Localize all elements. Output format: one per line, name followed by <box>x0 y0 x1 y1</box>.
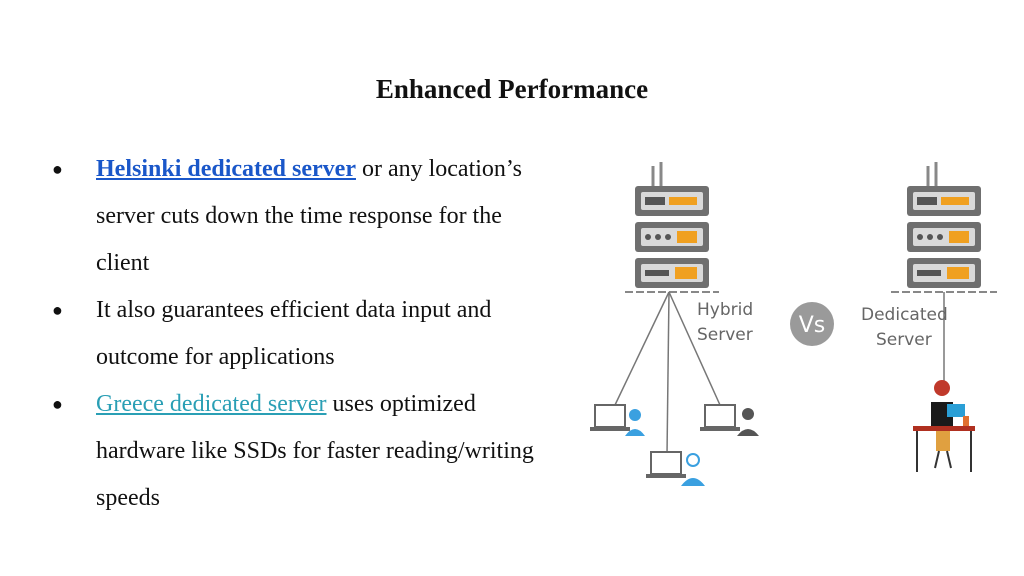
user-at-desk-icon <box>913 380 975 472</box>
bullet-item: ● Greece dedicated server uses optimized… <box>52 381 552 522</box>
bullet-item: ● Helsinki dedicated server or any locat… <box>52 146 552 287</box>
dedicated-label: Dedicated <box>861 305 948 325</box>
client-laptop-icon <box>700 404 759 436</box>
client-laptop-icon <box>590 404 645 436</box>
client-laptop-icon <box>646 451 705 486</box>
bullet-dot-icon: ● <box>52 394 63 414</box>
dedicated-label: Server <box>876 330 932 350</box>
bullet-text: or any location’s server cuts down the t… <box>96 156 522 276</box>
bullet-item: ● It also guarantees efficient data inpu… <box>52 287 552 381</box>
helsinki-link[interactable]: Helsinki dedicated server <box>96 156 356 182</box>
hybrid-vs-dedicated-illustration: Hybrid Server Vs Dedicated Server <box>590 162 997 486</box>
versus-icon: Vs <box>790 302 834 346</box>
vs-label: Vs <box>799 313 826 338</box>
dedicated-server-rack-icon <box>891 162 997 293</box>
hybrid-server-rack-icon <box>625 162 719 293</box>
bullet-text: uses optimized hardware like SSDs for fa… <box>96 391 534 511</box>
greece-link[interactable]: Greece dedicated server <box>96 391 327 417</box>
bullet-text: It also guarantees efficient data input … <box>96 297 492 370</box>
slide-title: Enhanced Performance <box>375 74 649 104</box>
hybrid-label: Server <box>697 325 753 345</box>
bullet-dot-icon: ● <box>52 159 63 179</box>
bullet-dot-icon: ● <box>52 300 63 320</box>
bullet-list: ● Helsinki dedicated server or any locat… <box>52 146 552 522</box>
hybrid-label: Hybrid <box>697 300 753 320</box>
